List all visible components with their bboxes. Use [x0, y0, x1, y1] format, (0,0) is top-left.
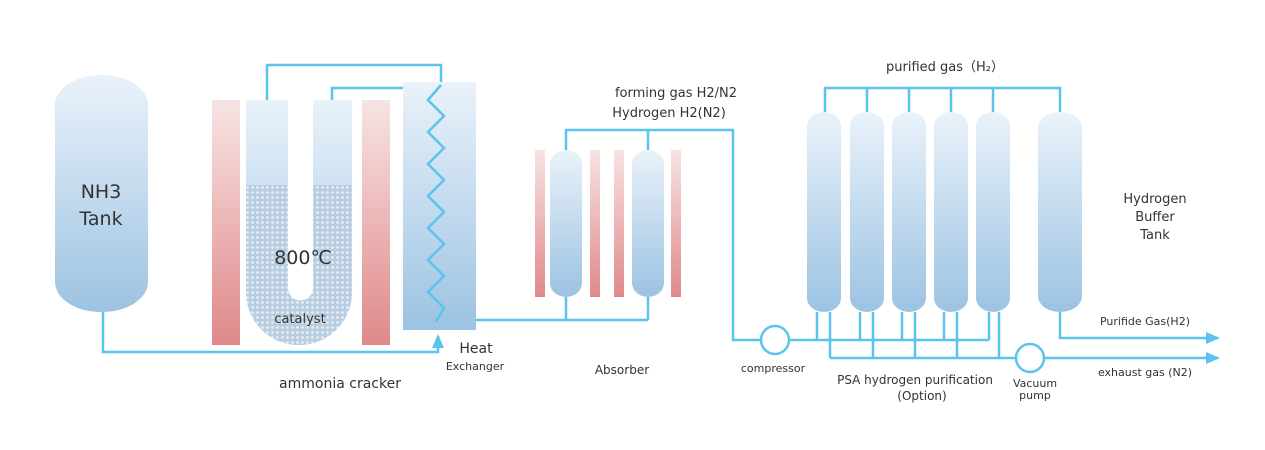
absorber: Absorber forming gas H2/N2 Hydrogen H2(N… — [535, 86, 737, 377]
psa-vessel — [892, 112, 926, 312]
heat-exchanger-label-2: Exchanger — [446, 360, 505, 373]
heat-exchanger: Heat Exchanger — [403, 82, 505, 373]
vacuum-pump: Vacuum pump — [1013, 342, 1057, 402]
vacuum-pump-label-2: pump — [1019, 389, 1051, 402]
heater-right — [362, 100, 390, 345]
gas-label-1: forming gas H2/N2 — [615, 86, 737, 101]
purified-gas-header — [823, 86, 1062, 112]
buffer-label-1: Hydrogen — [1123, 192, 1186, 207]
vacuum-pump-label-1: Vacuum — [1013, 377, 1057, 390]
ammonia-cracker: 800℃ catalyst ammonia cracker — [212, 100, 401, 392]
buffer-label-3: Tank — [1139, 228, 1170, 243]
absorber-out-pipe — [564, 128, 761, 342]
absorber-vessel — [550, 150, 582, 297]
heat-coil — [426, 84, 446, 323]
cracker-label: ammonia cracker — [279, 376, 401, 392]
nh3-tank-label-2: Tank — [78, 208, 122, 230]
compressor-label: compressor — [741, 362, 806, 375]
exhaust-output-label: exhaust gas (N2) — [1098, 366, 1192, 379]
psa-vessel — [976, 112, 1010, 312]
psa-vessel — [850, 112, 884, 312]
absorber-label: Absorber — [595, 363, 649, 377]
purified-gas-label: purified gas（H₂） — [886, 60, 1004, 75]
psa-vessel — [807, 112, 841, 312]
hydrogen-buffer-tank: Hydrogen Buffer Tank — [1038, 112, 1187, 312]
psa-vessels: purified gas（H₂） PSA hydrogen purificati… — [807, 60, 1010, 403]
feed-pipe — [101, 312, 444, 354]
heat-exchanger-label-1: Heat — [459, 341, 493, 357]
buffer-label-2: Buffer — [1135, 210, 1175, 225]
heater-left — [212, 100, 240, 345]
psa-vessel — [934, 112, 968, 312]
gas-label-2: Hydrogen H2(N2) — [612, 106, 726, 121]
cracker-pipe-1 — [265, 63, 443, 100]
catalyst-label: catalyst — [274, 312, 325, 327]
temperature-label: 800℃ — [274, 247, 332, 269]
purified-gas-output-label: Purifide Gas(H2) — [1100, 315, 1190, 328]
nh3-tank: NH3 Tank — [55, 75, 148, 312]
compressor: compressor — [741, 324, 806, 375]
nh3-tank-label-1: NH3 — [81, 181, 122, 203]
absorber-vessel — [632, 150, 664, 297]
psa-label-2: (Option) — [897, 389, 946, 403]
purified-gas-outlet — [1058, 312, 1220, 344]
psa-label-1: PSA hydrogen purification — [837, 373, 993, 387]
